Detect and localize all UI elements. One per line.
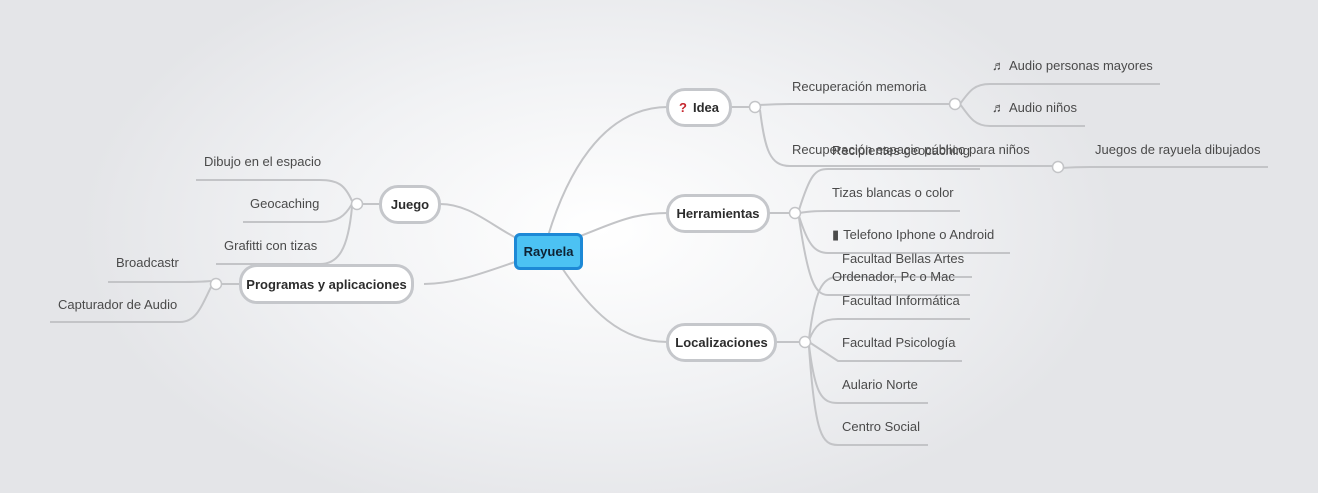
topic-localizaciones[interactable]: Localizaciones bbox=[666, 323, 777, 362]
root-topic-label: Rayuela bbox=[523, 244, 574, 259]
question-mark-icon: ? bbox=[679, 100, 687, 115]
collapse-toggle-idea bbox=[748, 100, 762, 114]
collapse-toggle-espacio bbox=[1051, 160, 1065, 174]
subtopic-label: Aulario Norte bbox=[842, 377, 918, 392]
subtopic-geocaching[interactable]: Geocaching bbox=[250, 196, 319, 212]
phone-icon: ▮ bbox=[832, 227, 840, 242]
subtopic-audio-mayores[interactable]: ♬ Audio personas mayores bbox=[992, 58, 1153, 74]
subtopic-juegos-rayuela[interactable]: Juegos de rayuela dibujados bbox=[1095, 142, 1261, 158]
subtopic-dibujo[interactable]: Dibujo en el espacio bbox=[204, 154, 321, 170]
subtopic-label: Recuperación memoria bbox=[792, 79, 927, 94]
collapse-toggle-programas bbox=[209, 277, 223, 291]
subtopic-label: Facultad Bellas Artes bbox=[842, 251, 965, 266]
topic-programas[interactable]: Programas y aplicaciones bbox=[239, 264, 414, 304]
subtopic-label: Capturador de Audio bbox=[58, 297, 178, 312]
subtopic-telefono[interactable]: ▮Telefono Iphone o Android bbox=[832, 227, 994, 243]
subtopic-label: Tizas blancas o color bbox=[832, 185, 954, 200]
subtopic-bellas-artes[interactable]: Facultad Bellas Artes bbox=[842, 251, 964, 267]
collapse-toggle-localizaciones bbox=[798, 335, 812, 349]
collapse-toggle-juego bbox=[350, 197, 364, 211]
subtopic-tizas[interactable]: Tizas blancas o color bbox=[832, 185, 954, 201]
music-note-icon: ♬ bbox=[992, 100, 1005, 115]
subtopic-broadcastr[interactable]: Broadcastr bbox=[116, 255, 179, 271]
subtopic-aulario-norte[interactable]: Aulario Norte bbox=[842, 377, 918, 393]
subtopic-label: Audio niños bbox=[1009, 100, 1077, 115]
subtopic-informatica[interactable]: Facultad Informática bbox=[842, 293, 960, 309]
subtopic-psicologia[interactable]: Facultad Psicología bbox=[842, 335, 955, 351]
topic-juego-label: Juego bbox=[390, 197, 430, 212]
topic-herramientas-label: Herramientas bbox=[676, 206, 760, 221]
subtopic-memoria[interactable]: Recuperación memoria bbox=[792, 79, 926, 95]
subtopic-audio-ninos[interactable]: ♬ Audio niños bbox=[992, 100, 1077, 116]
subtopic-label: Facultad Informática bbox=[842, 293, 960, 308]
subtopic-label: Grafitti con tizas bbox=[224, 238, 318, 253]
subtopic-label: Dibujo en el espacio bbox=[204, 154, 322, 169]
subtopic-label: Broadcastr bbox=[116, 255, 179, 270]
subtopic-label: Recipientes geocaching bbox=[832, 143, 971, 158]
subtopic-label: Juegos de rayuela dibujados bbox=[1095, 142, 1261, 157]
subtopic-label: Geocaching bbox=[250, 196, 320, 211]
subtopic-centro-social[interactable]: Centro Social bbox=[842, 419, 920, 435]
music-note-icon: ♬ bbox=[992, 58, 1005, 73]
topic-idea-label: Idea bbox=[692, 100, 719, 115]
topic-programas-label: Programas y aplicaciones bbox=[246, 276, 407, 292]
collapse-toggle-herramientas bbox=[788, 206, 802, 220]
topic-herramientas[interactable]: Herramientas bbox=[666, 194, 770, 233]
root-topic[interactable]: Rayuela bbox=[514, 233, 583, 270]
topic-localizaciones-label: Localizaciones bbox=[675, 335, 768, 350]
subtopic-label: Facultad Psicología bbox=[842, 335, 956, 350]
subtopic-recipientes[interactable]: Recipientes geocaching bbox=[832, 143, 970, 159]
subtopic-grafitti[interactable]: Grafitti con tizas bbox=[224, 238, 317, 254]
topic-idea[interactable]: ? Idea bbox=[666, 88, 732, 127]
subtopic-label: Telefono Iphone o Android bbox=[843, 227, 995, 242]
subtopic-label: Centro Social bbox=[842, 419, 921, 434]
collapse-toggle-memoria bbox=[948, 97, 962, 111]
subtopic-label: Recuperación espacio público para niños bbox=[792, 142, 1030, 157]
subtopic-ordenador[interactable]: Ordenador, Pc o Mac bbox=[832, 269, 955, 285]
subtopic-capturador[interactable]: Capturador de Audio bbox=[58, 297, 177, 313]
subtopic-label: Audio personas mayores bbox=[1009, 58, 1153, 73]
subtopic-label: Ordenador, Pc o Mac bbox=[832, 269, 955, 284]
subtopic-espacio-publico[interactable]: Recuperación espacio público para niños bbox=[792, 142, 1030, 158]
topic-juego[interactable]: Juego bbox=[379, 185, 441, 224]
